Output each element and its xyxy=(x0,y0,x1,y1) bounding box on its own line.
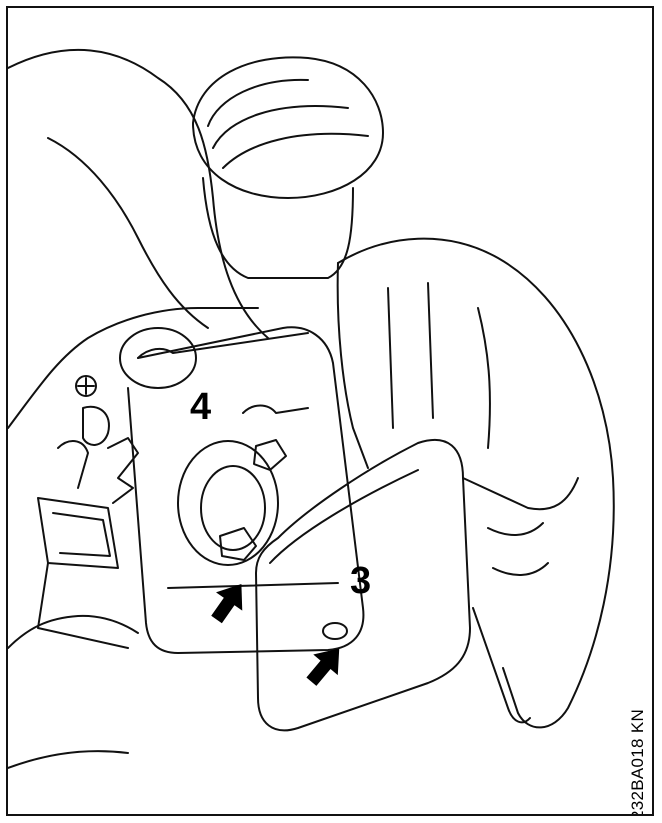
air-filter-cover-inner xyxy=(269,469,419,564)
air-filter-housing-break xyxy=(107,437,139,504)
machine-cover-inner xyxy=(336,262,369,469)
lever-link xyxy=(57,440,89,489)
technical-illustration xyxy=(8,48,615,769)
illustration-frame: 4 3 232BA018 KN xyxy=(6,6,654,816)
air-filter-housing-rim xyxy=(137,332,309,359)
machine-cover xyxy=(337,237,615,729)
screw-head xyxy=(75,375,97,397)
machine-cover-slot xyxy=(487,522,549,576)
screw-slot xyxy=(77,377,95,395)
bracket-lower xyxy=(37,562,129,649)
filter-mount xyxy=(177,440,279,566)
bracket-inner xyxy=(52,512,111,557)
machine-cover-rib xyxy=(387,282,491,449)
callout-air-filter-housing: 4 xyxy=(190,386,212,428)
engine-body-outline xyxy=(8,614,139,649)
engine-body-outline xyxy=(8,307,259,429)
primer-bulb xyxy=(119,327,197,389)
tank-cap xyxy=(192,56,384,199)
engine-body-outline xyxy=(47,137,209,329)
mount-bolt xyxy=(253,439,287,471)
housing-cutout xyxy=(242,404,309,414)
tank-cap-ridge xyxy=(212,105,349,149)
housing-channel xyxy=(167,582,339,589)
cover-screw-hole xyxy=(322,622,348,640)
arrow-icon xyxy=(306,648,340,686)
arrow-icon xyxy=(211,584,243,624)
figure-reference-code: 232BA018 KN xyxy=(628,708,647,816)
callout-air-filter-cover: 3 xyxy=(350,560,372,602)
machine-cover-edge xyxy=(462,477,579,511)
tank-cap-ridge xyxy=(222,132,369,169)
tank-cap-neck xyxy=(202,177,354,279)
filter-mount-inner xyxy=(200,465,266,551)
machine-cover-lower xyxy=(472,607,531,724)
engine-body-outline xyxy=(8,750,129,769)
air-filter-housing xyxy=(127,326,365,654)
engine-body-outline xyxy=(8,48,269,339)
mount-stud xyxy=(219,527,257,561)
tank-cap-ridge xyxy=(207,78,309,127)
lever xyxy=(82,405,110,446)
bracket xyxy=(37,497,119,569)
air-filter-cover xyxy=(255,438,471,732)
